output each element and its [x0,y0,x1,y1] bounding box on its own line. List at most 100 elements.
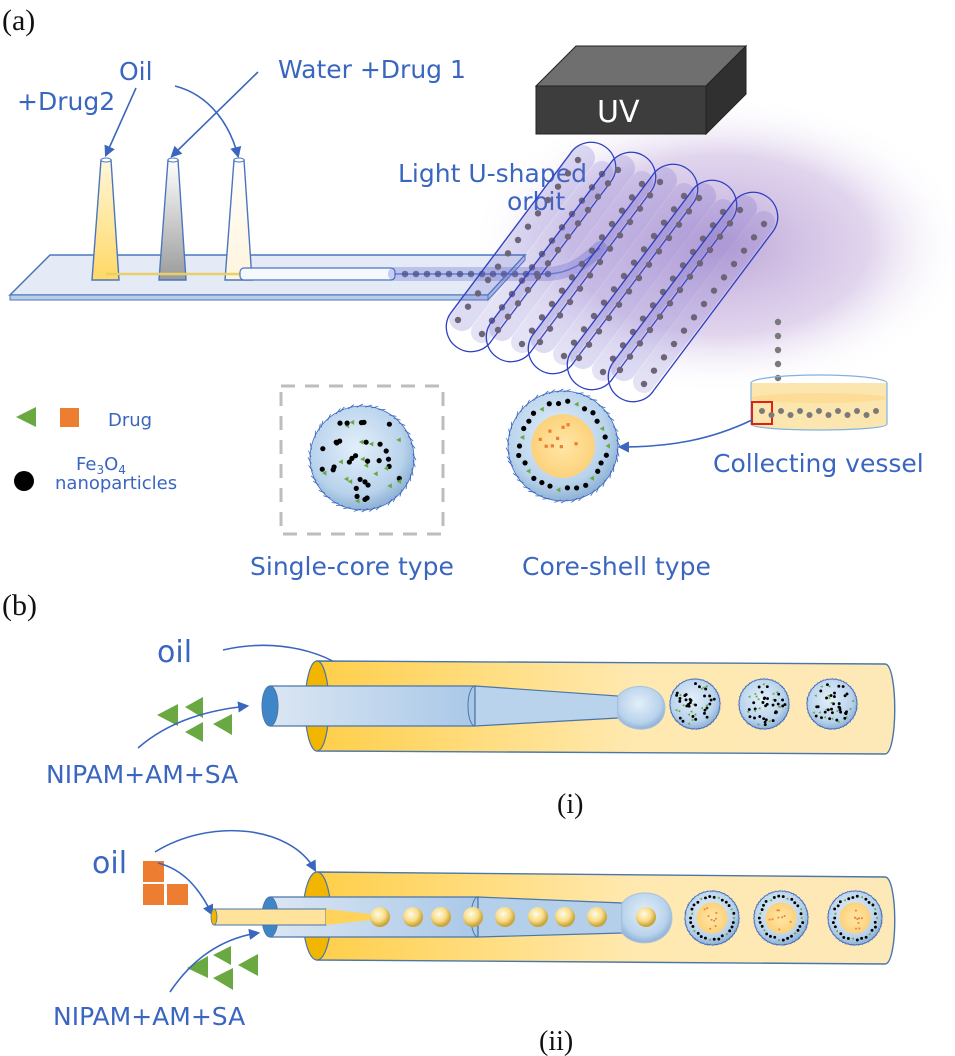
drug-square [574,442,578,446]
nanoparticle [832,695,836,699]
droplet [536,338,544,346]
droplet [759,408,765,414]
nanoparticle [346,459,352,465]
droplet [566,298,574,306]
droplet [625,288,633,295]
droplet [574,156,582,164]
nanoparticle [845,692,849,696]
nanoparticle [691,925,695,928]
nanoparticle [728,929,732,933]
nanoparticle [689,699,693,702]
aqueous-label-i: NIPAM+AM+SA [46,760,238,789]
drug-square [777,916,780,919]
water-inlet-tip [158,157,187,281]
nanoparticle [799,912,803,916]
drug-triangle [830,701,833,705]
core-shell-microsphere [505,388,621,504]
nanoparticle [363,439,369,445]
nanoparticle [531,475,537,481]
nanoparticle [712,937,716,941]
drug-triangle [705,704,708,707]
orbit-loop [566,179,738,391]
drug-square [855,909,857,912]
drug-square [703,908,706,911]
nanoparticle [595,468,601,474]
nanoparticle [760,924,764,928]
nanoparticle [766,697,769,700]
microspheres-ii [683,889,884,947]
drug-square [855,927,857,930]
droplet [558,287,566,294]
drug-square [783,915,786,917]
droplet [700,300,708,308]
nanoparticle [855,894,859,898]
droplet [685,208,693,215]
legend: Drug Fe3O4 nanoparticles [14,407,177,494]
nanoparticle [703,708,707,712]
nanoparticle [705,715,709,719]
drug-triangle [753,692,757,696]
arrow-aqueous-ii [169,928,261,993]
droplet [873,408,879,414]
droplet [626,353,634,360]
drug-square [538,437,542,441]
nanoparticle [846,937,850,940]
droplet [524,286,532,294]
droplet [484,276,492,284]
droplet [787,412,794,418]
droplet [474,290,482,297]
coaxial-device-i [261,660,896,755]
nanoparticle [838,708,842,712]
drug-triangle [702,686,705,690]
drug-triangle [699,897,703,901]
drug-square [714,925,717,928]
drug-triangle [539,406,544,412]
single-core-bead [668,677,722,731]
drug-triangle [843,898,846,902]
droplet [768,412,775,418]
nanoparticle [871,903,875,907]
nanoparticle [708,694,712,698]
nanoparticle [732,911,736,915]
nanoparticle [790,934,793,938]
nanoparticle [675,691,679,695]
droplet [628,194,636,201]
droplet [680,192,688,200]
nanoparticle [847,897,851,901]
droplet [478,330,486,338]
drug-triangle [730,907,733,911]
drug-triangle [396,478,402,484]
droplet [730,260,738,268]
drug-triangle [747,695,751,699]
nanoparticle [383,448,389,454]
drug-triangle [844,715,848,719]
nanoparticle [694,682,697,686]
drug-triangle [875,916,878,920]
arrow-to-water-inlet [170,71,259,158]
drug-triangle [756,723,760,726]
droplet [774,346,782,354]
droplet [863,412,870,418]
droplet [825,412,832,418]
nanoparticle [814,714,818,718]
droplet [676,286,684,294]
nanoparticle [873,912,877,916]
drug-square [776,909,779,912]
droplet [518,340,526,348]
nanoparticle [364,458,371,464]
droplet [586,272,594,279]
drug-square [561,425,565,429]
droplet [630,259,638,266]
nanoparticle [376,458,382,464]
collection-capillary [239,267,396,281]
droplet [610,286,618,293]
nanoparticle [358,420,365,426]
oil-core-droplet [587,907,607,927]
nanoparticle [873,920,877,924]
nanoparticle [704,936,707,940]
drug-triangle [771,692,775,696]
drug-triangles-ii [187,946,258,990]
nanoparticle [526,418,532,424]
nanoparticle [833,907,837,911]
single-core-bead [307,403,417,513]
